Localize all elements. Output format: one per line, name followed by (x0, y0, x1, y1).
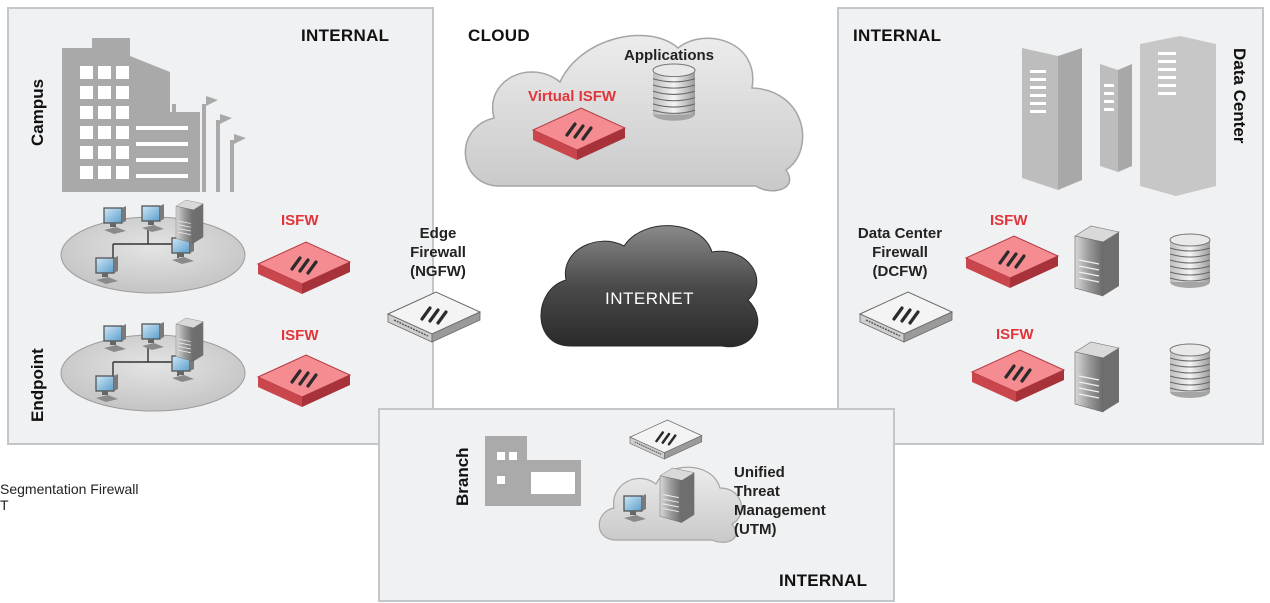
datacenter-firewall-label-line3: (DCFW) (872, 263, 928, 280)
applications-label: Applications (624, 47, 715, 64)
datacenter-side-label: Data Center (1230, 48, 1249, 144)
utm-workstation-icon (623, 493, 647, 523)
isfw-endpoint-label: ISFW (281, 327, 319, 344)
edge-firewall-label: Edge Firewall (NGFW) (396, 224, 480, 281)
utm-label-line2: Threat (734, 483, 780, 500)
applications-database-icon (652, 63, 696, 122)
legend-partial-line1: Segmentation Firewall (0, 481, 139, 497)
cloud-label: CLOUD (468, 26, 530, 45)
branch-side-label: Branch (453, 447, 472, 506)
datacenter-firewall-label: Data Center Firewall (DCFW) (845, 224, 955, 281)
server-bottom-icon (1074, 341, 1120, 413)
datacenter-internal-label: INTERNAL (853, 26, 942, 45)
isfw-dc-top-label: ISFW (990, 212, 1028, 229)
edge-firewall-label-line2: Firewall (410, 244, 466, 261)
datacenter-racks-icon (1022, 36, 1216, 196)
internet-cloud-shape (540, 225, 759, 348)
disk-bottom-icon (1169, 343, 1211, 399)
utm-server-icon (659, 467, 695, 524)
utm-label-line4: (UTM) (734, 521, 777, 538)
virtual-isfw-label: Virtual ISFW (528, 88, 617, 105)
cloud-shape (464, 34, 804, 192)
endpoint-side-label: Endpoint (28, 348, 47, 422)
utm-label-line1: Unified (734, 464, 785, 481)
edge-firewall-label-line1: Edge (419, 225, 457, 242)
campus-building-icon (62, 38, 246, 192)
branch-building-icon (485, 436, 581, 506)
legend-partial-line2: T (0, 497, 9, 513)
isfw-campus-label: ISFW (281, 212, 319, 229)
legend-partial: Segmentation Firewall T (0, 481, 139, 513)
utm-label-line3: Management (734, 502, 826, 519)
campus-internal-label: INTERNAL (301, 26, 390, 45)
server-top-icon (1074, 225, 1120, 297)
datacenter-firewall-label-line2: Firewall (872, 244, 928, 261)
disk-top-icon (1169, 233, 1211, 289)
utm-label: Unified Threat Management (UTM) (734, 463, 826, 539)
datacenter-firewall-label-line1: Data Center (857, 225, 943, 242)
branch-internal-label: INTERNAL (779, 571, 868, 590)
campus-side-label: Campus (28, 78, 47, 146)
internet-label: INTERNET (605, 289, 694, 308)
edge-firewall-label-line3: (NGFW) (410, 263, 466, 280)
isfw-dc-bottom-label: ISFW (996, 326, 1034, 343)
